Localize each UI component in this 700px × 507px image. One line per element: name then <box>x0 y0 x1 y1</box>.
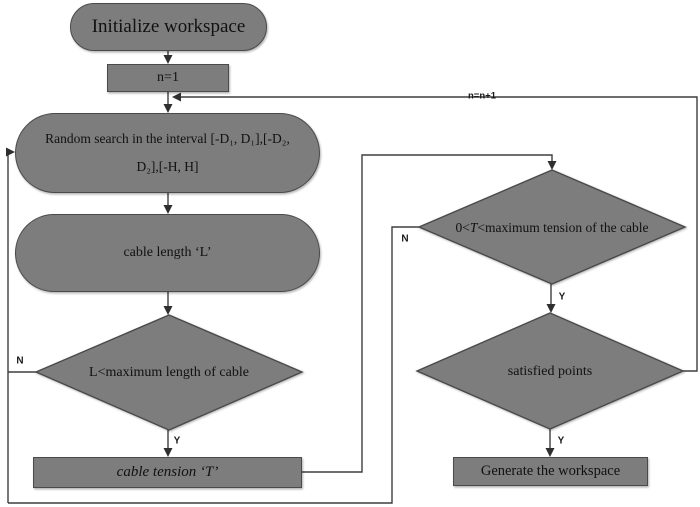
node-generate-workspace: Generate the workspace <box>453 457 648 486</box>
node-cable-tension: cable tension ‘T’ <box>33 457 302 488</box>
node-generate-label: Generate the workspace <box>480 463 621 480</box>
arrowhead-down-random <box>163 104 173 113</box>
node-n-equals-1: n=1 <box>107 64 229 92</box>
arrowhead-down-length <box>163 205 173 214</box>
arrowhead-right-random <box>6 147 15 157</box>
arrowhead-left-junction <box>172 92 181 102</box>
decision-satisfied-shape <box>415 312 685 430</box>
node-random-search-line2: D₂],[-H, H] <box>136 159 199 175</box>
edge-increment-loop <box>177 96 698 372</box>
decision-length-check-shape <box>34 314 304 431</box>
node-cable-length: cable length ‘L’ <box>15 214 320 292</box>
edge-tensioncheck-no <box>8 226 419 504</box>
arrowhead-down-satisfied <box>546 304 556 313</box>
branch-label-length-yes: Y <box>173 435 181 447</box>
increment-label: n=n+1 <box>468 90 496 102</box>
node-initialize-workspace: Initialize workspace <box>70 3 267 51</box>
branch-label-tension-no: N <box>401 233 409 245</box>
arrowhead-down-tensioncheck <box>547 161 557 170</box>
arrowhead-down-lengthcheck <box>163 306 173 315</box>
edge-left-return <box>7 151 10 503</box>
edge-tension-to-check <box>302 154 553 473</box>
branch-label-satisfied-yes: Y <box>557 435 565 447</box>
arrowhead-down-n1 <box>163 55 173 64</box>
branch-label-tension-yes: Y <box>558 291 566 303</box>
arrowhead-down-generate <box>545 448 555 457</box>
arrowhead-down-tension <box>163 448 173 457</box>
node-n1-label: n=1 <box>157 69 179 85</box>
node-random-search-line1: Random search in the interval [-D₁, D₁],… <box>45 130 290 146</box>
node-initialize-label: Initialize workspace <box>91 16 246 38</box>
node-cable-length-label: cable length ‘L’ <box>123 244 212 260</box>
node-cable-tension-label: cable tension ‘T’ <box>116 463 219 480</box>
decision-tension-check-shape <box>417 169 687 285</box>
branch-label-length-no: N <box>16 355 24 367</box>
node-random-search: Random search in the interval [-D₁, D₁],… <box>15 113 320 193</box>
